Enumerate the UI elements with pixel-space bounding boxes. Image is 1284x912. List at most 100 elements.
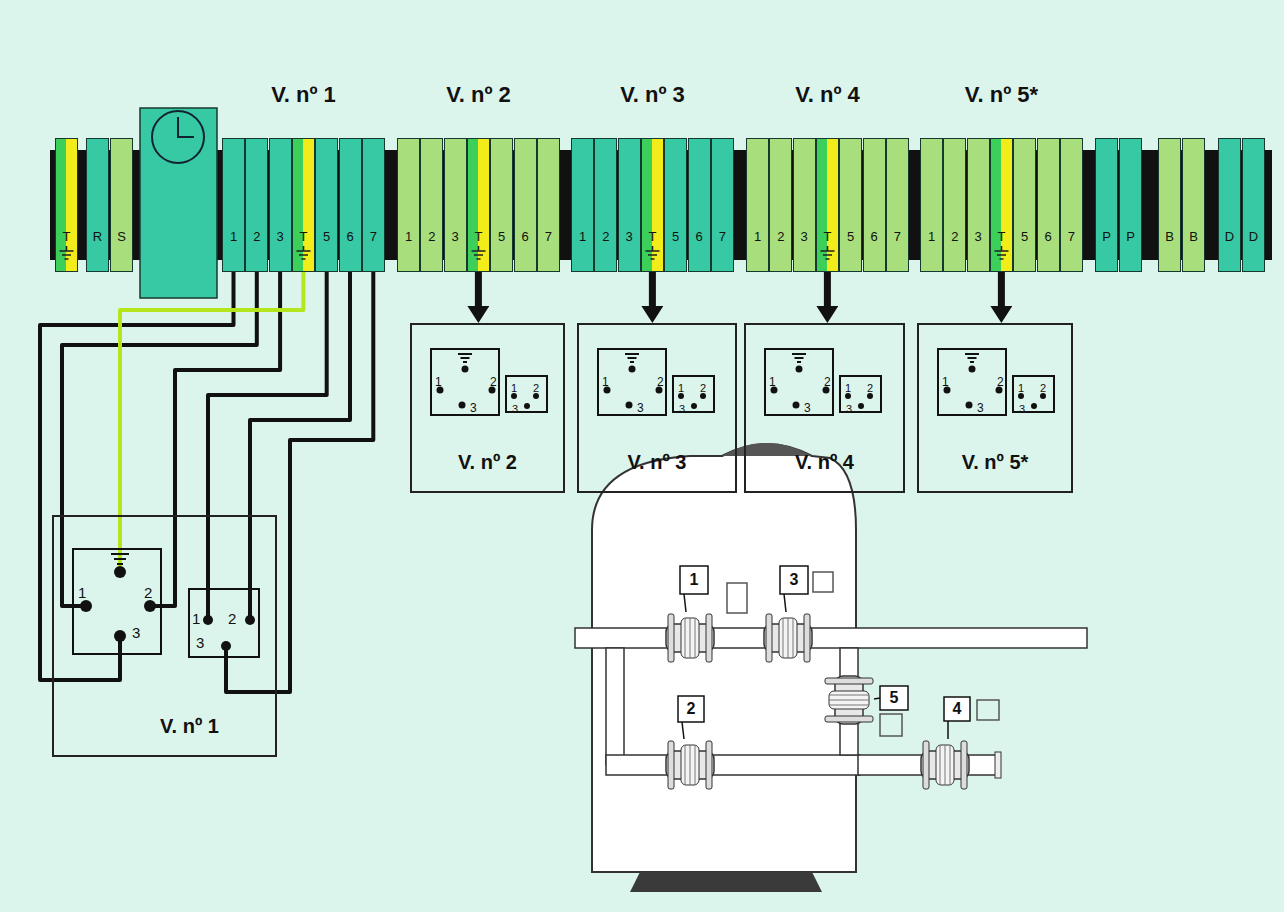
text-holder: 7 xyxy=(712,227,733,245)
pin-number: 3 xyxy=(512,403,518,415)
terminal-block: 5 xyxy=(315,138,338,272)
terminal-block: 7 xyxy=(537,138,560,272)
text-holder: 2 xyxy=(1040,378,1046,396)
text-holder: 1 xyxy=(192,610,200,628)
terminal-block: 6 xyxy=(339,138,362,272)
terminal-number: 6 xyxy=(521,229,528,244)
terminal-block: 2 xyxy=(769,138,792,272)
pin-number: 2 xyxy=(824,375,831,389)
terminal-number: 5 xyxy=(1021,229,1028,244)
pin-number: 3 xyxy=(804,401,811,415)
text-holder: 6 xyxy=(340,227,361,245)
plug-pins xyxy=(437,354,1047,409)
valve-heading: V. nº 4 xyxy=(795,451,854,473)
pin-number: 3 xyxy=(679,403,685,415)
text-holder: 1 xyxy=(769,372,776,390)
text-holder: 2 xyxy=(700,378,706,396)
pin-number: 1 xyxy=(845,382,851,394)
text-holder: 2 xyxy=(246,227,267,245)
text-holder: 2 xyxy=(657,372,664,390)
plug-box: V. nº 5*123123 xyxy=(917,323,1073,493)
time-switch xyxy=(140,108,217,298)
callout-number: 3 xyxy=(790,571,799,589)
plug-box: V. nº 4123123 xyxy=(744,323,905,493)
terminal-block: T xyxy=(990,138,1013,272)
text-holder: 1 xyxy=(223,227,244,245)
text-holder: S xyxy=(111,227,132,245)
terminal-block: T xyxy=(55,138,78,272)
valve-1-plug-pins xyxy=(72,548,255,658)
terminal-block: D xyxy=(1218,138,1241,272)
terminal-block: B xyxy=(1182,138,1205,272)
filter-vessel xyxy=(575,443,1087,892)
connector-socket: 1 2 3 xyxy=(72,548,162,655)
terminal-block: 2 xyxy=(420,138,443,272)
text-holder: P xyxy=(1120,227,1141,245)
terminal-block: 6 xyxy=(514,138,537,272)
wire xyxy=(250,272,350,588)
text-holder: 1 xyxy=(678,378,684,396)
terminal-number: 5 xyxy=(847,229,854,244)
text-holder: 1 xyxy=(602,372,609,390)
connector-socket: 123 xyxy=(1012,375,1055,413)
terminal-number: 2 xyxy=(428,229,435,244)
wire xyxy=(40,272,234,680)
text-holder: 3 xyxy=(679,399,685,417)
callout-number: 2 xyxy=(687,700,696,718)
terminal-block: 5 xyxy=(1013,138,1036,272)
text-holder: 2 xyxy=(421,227,442,245)
text-holder: 1 xyxy=(845,378,851,396)
pin-number: 1 xyxy=(511,382,517,394)
terminal-number: 3 xyxy=(451,229,458,244)
text-holder: 2 xyxy=(595,227,616,245)
pin-number: 3 xyxy=(196,634,204,651)
terminal-number: 1 xyxy=(928,229,935,244)
callout-flags xyxy=(678,566,999,739)
terminal-number: P xyxy=(1102,229,1111,244)
connector-socket: 123 xyxy=(597,348,667,416)
text-holder: V. nº 1 xyxy=(104,715,275,738)
text-holder: 3 xyxy=(794,227,815,245)
pin-number: 1 xyxy=(1018,382,1024,394)
text-holder: 2 xyxy=(533,378,539,396)
terminal-number: 3 xyxy=(625,229,632,244)
text-holder: V. nº 5* xyxy=(920,82,1083,108)
pin-number: 2 xyxy=(997,375,1004,389)
terminal-number: 2 xyxy=(951,229,958,244)
terminal-number: 2 xyxy=(602,229,609,244)
terminal-block: D xyxy=(1242,138,1265,272)
terminal-group: V. nº 5*123T567 xyxy=(920,82,1083,272)
text-holder: 1 xyxy=(572,227,593,245)
plug-box: V. nº 2123123 xyxy=(410,323,565,493)
text-holder: 5 xyxy=(316,227,337,245)
terminal-number: 1 xyxy=(579,229,586,244)
terminal-block: P xyxy=(1119,138,1142,272)
terminal-block: 6 xyxy=(1037,138,1060,272)
terminal-block: T xyxy=(816,138,839,272)
text-holder: 2 xyxy=(144,584,152,602)
callout-number: 1 xyxy=(690,571,699,589)
terminal-group: V. nº 4123T567 xyxy=(746,82,909,272)
valve-heading: V. nº 5* xyxy=(962,451,1029,473)
terminal-number: 6 xyxy=(346,229,353,244)
text-holder: 2 xyxy=(944,227,965,245)
text-holder: 5 xyxy=(491,227,512,245)
wire xyxy=(62,272,257,606)
terminal-group: V. nº 3123T567 xyxy=(571,82,734,272)
pin-number: 1 xyxy=(78,584,86,601)
terminal-number: 5 xyxy=(498,229,505,244)
valve-heading: V. nº 2 xyxy=(458,451,517,473)
text-holder: 3 xyxy=(470,398,477,416)
terminal-number: T xyxy=(299,229,307,244)
text-holder: 5 xyxy=(665,227,686,245)
pin-number: 3 xyxy=(132,624,140,641)
pin-number: 1 xyxy=(435,375,442,389)
connector-socket: 1 23 xyxy=(764,348,834,416)
terminal-block: 1 xyxy=(222,138,245,272)
text-holder: V. nº 2 xyxy=(412,451,563,474)
text-holder: 5 xyxy=(880,686,908,710)
text-holder: 3 xyxy=(196,634,204,652)
terminal-number: 5 xyxy=(323,229,330,244)
terminal-block: 1 xyxy=(746,138,769,272)
terminal-block: 3 xyxy=(269,138,292,272)
